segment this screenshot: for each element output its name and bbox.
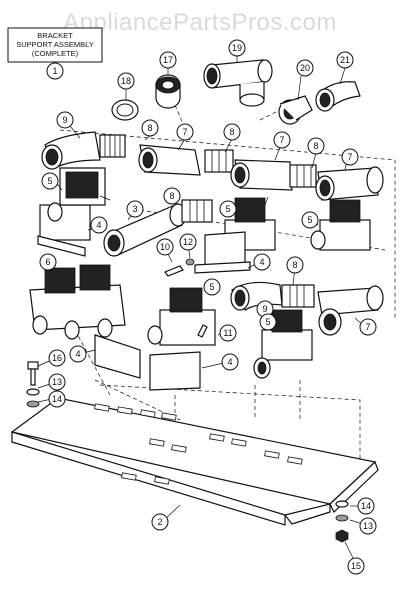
callout-12: 12 (179, 233, 197, 251)
callout-19: 19 (228, 39, 246, 57)
callout-10-label: 10 (160, 242, 170, 252)
callout-6: 6 (39, 253, 57, 271)
callout-18: 18 (117, 72, 135, 90)
small-screws (164, 258, 208, 338)
callout-18-label: 18 (121, 76, 131, 86)
callout-8d: 8 (163, 187, 181, 205)
callout-9b-label: 9 (262, 304, 267, 314)
callout-7d: 7 (359, 318, 377, 336)
callout-3-label: 3 (132, 204, 137, 214)
callout-8c: 8 (307, 137, 325, 155)
callout-9a: 9 (56, 111, 74, 129)
callout-5c-label: 5 (307, 215, 312, 225)
callout-8e: 8 (286, 256, 304, 274)
callout-14a-label: 14 (52, 394, 62, 404)
callout-20: 20 (296, 59, 314, 77)
callout-8c-label: 8 (313, 141, 318, 151)
callout-11-label: 11 (223, 328, 232, 338)
callout-8d-label: 8 (169, 191, 174, 201)
callout-8a: 8 (141, 119, 159, 137)
callout-20-label: 20 (300, 63, 310, 73)
callout-5c: 5 (301, 211, 319, 229)
tee-fitting-19 (203, 59, 273, 107)
callout-19-label: 19 (232, 43, 242, 53)
valve-lower-center (147, 287, 216, 391)
callout-13b-label: 13 (363, 521, 373, 531)
callout-1: 1 (46, 62, 64, 80)
callout-14a: 14 (48, 390, 66, 408)
callout-7b-label: 7 (279, 135, 284, 145)
title-line-3: (COMPLETE) (32, 49, 79, 58)
callout-9a-label: 9 (62, 115, 67, 125)
callout-4d: 4 (221, 353, 239, 371)
callout-17-label: 17 (163, 55, 173, 65)
valve-middle (194, 197, 276, 274)
valve-lower-right (253, 309, 313, 379)
callout-5e: 5 (259, 313, 277, 331)
callout-4a: 4 (90, 216, 108, 234)
support-plate (10, 397, 379, 526)
title-line-1: BRACKET (37, 31, 73, 40)
callout-7a: 7 (176, 123, 194, 141)
nut-and-washers-right (335, 500, 349, 543)
callout-5e-label: 5 (265, 317, 270, 327)
callout-7c-label: 7 (347, 152, 352, 162)
callout-5a-label: 5 (47, 176, 52, 186)
callout-8e-label: 8 (292, 260, 297, 270)
callout-7a-label: 7 (182, 127, 187, 137)
callout-21: 21 (336, 51, 354, 69)
callout-11: 11 (219, 324, 237, 342)
callout-2-label: 2 (157, 517, 162, 527)
title-box: BRACKET SUPPORT ASSEMBLY (COMPLETE) (7, 27, 103, 63)
callout-6-label: 6 (45, 257, 50, 267)
valve-upper-left (37, 167, 106, 257)
callout-16-label: 16 (52, 353, 62, 363)
callout-5b: 5 (219, 200, 237, 218)
callout-21-label: 21 (340, 55, 350, 65)
callout-14b-label: 14 (361, 501, 371, 511)
callout-7c: 7 (341, 148, 359, 166)
callout-17: 17 (159, 51, 177, 69)
callout-14b: 14 (357, 497, 375, 515)
watermark-text: AppliancePartsPros.com (63, 9, 337, 36)
callout-4b-label: 4 (259, 257, 264, 267)
callout-5a: 5 (41, 172, 59, 190)
callout-4a-label: 4 (96, 220, 101, 230)
callout-8b: 8 (223, 123, 241, 141)
callout-7b: 7 (273, 131, 291, 149)
callout-8a-label: 8 (147, 123, 152, 133)
callout-4b: 4 (253, 253, 271, 271)
callout-5b-label: 5 (225, 204, 230, 214)
upper-fitting-row (41, 131, 384, 201)
fitting-20 (278, 95, 313, 125)
callout-8b-label: 8 (229, 127, 234, 137)
callout-7d-label: 7 (365, 322, 370, 332)
callout-1-label: 1 (52, 66, 57, 76)
callout-4c-label: 4 (75, 349, 80, 359)
title-line-2: SUPPORT ASSEMBLY (16, 40, 94, 49)
callout-15: 15 (347, 557, 365, 575)
callout-2: 2 (151, 513, 169, 531)
callout-5d-label: 5 (209, 282, 214, 292)
callout-4c: 4 (69, 345, 87, 363)
callout-16: 16 (48, 349, 66, 367)
callout-12-label: 12 (183, 237, 193, 247)
callout-10: 10 (156, 238, 174, 256)
washer-18 (111, 99, 139, 121)
valve-dual-left (29, 264, 141, 379)
long-pipe (103, 199, 213, 257)
valve-right (310, 199, 371, 251)
callout-13a: 13 (48, 373, 66, 391)
callout-13b: 13 (359, 517, 377, 535)
callout-5d: 5 (203, 278, 221, 296)
callout-4d-label: 4 (227, 357, 232, 367)
callout-15-label: 15 (351, 561, 361, 571)
fitting-17 (155, 74, 181, 109)
elbow-21 (315, 81, 361, 112)
callout-13a-label: 13 (52, 377, 62, 387)
screw-and-washers-left (26, 361, 40, 408)
callout-3: 3 (126, 200, 144, 218)
